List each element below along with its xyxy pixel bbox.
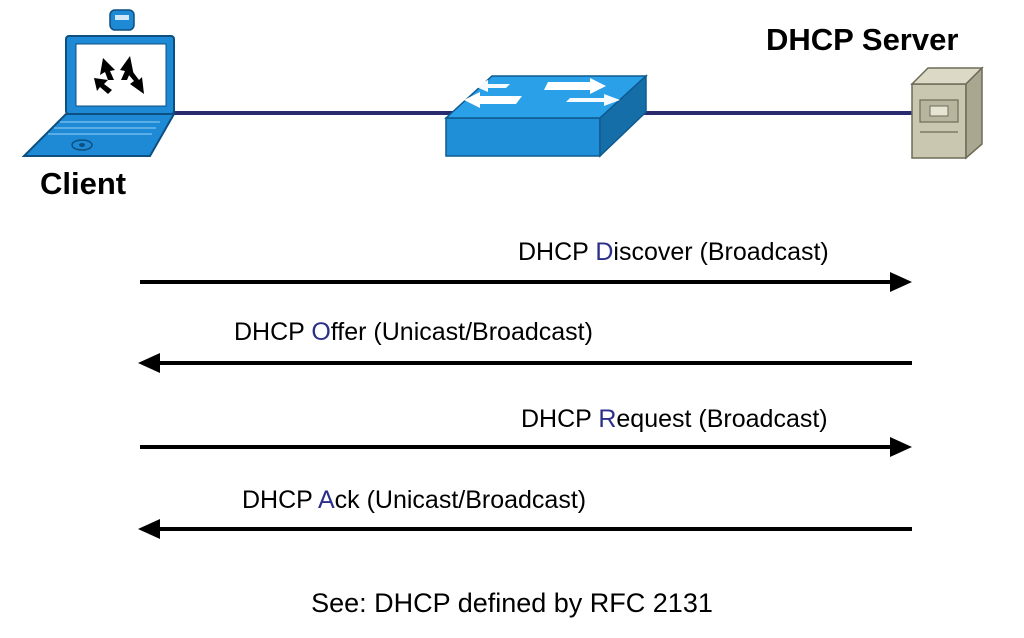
message-arrow-discover xyxy=(140,272,912,292)
server-icon xyxy=(910,66,984,160)
message-highlight-letter: O xyxy=(311,318,331,346)
message-arrow-request xyxy=(140,437,912,457)
client-label: Client xyxy=(40,166,127,201)
footer-note: See: DHCP defined by RFC 2131 xyxy=(311,588,713,618)
message-label-offer: DHCP Offer (Unicast/Broadcast) xyxy=(234,318,593,346)
message-highlight-letter: R xyxy=(598,405,617,433)
laptop-icon xyxy=(21,9,176,157)
message-arrow-offer xyxy=(138,353,912,373)
message-label-request: DHCP Request (Broadcast) xyxy=(521,405,828,433)
message-label-ack: DHCP Ack (Unicast/Broadcast) xyxy=(242,486,587,514)
message-highlight-letter: D xyxy=(595,238,614,266)
switch-icon xyxy=(444,74,648,158)
message-label-discover: DHCP Discover (Broadcast) xyxy=(518,238,829,266)
server-label: DHCP Server xyxy=(766,22,959,57)
message-arrow-ack xyxy=(138,519,912,539)
message-highlight-letter: A xyxy=(317,486,335,514)
